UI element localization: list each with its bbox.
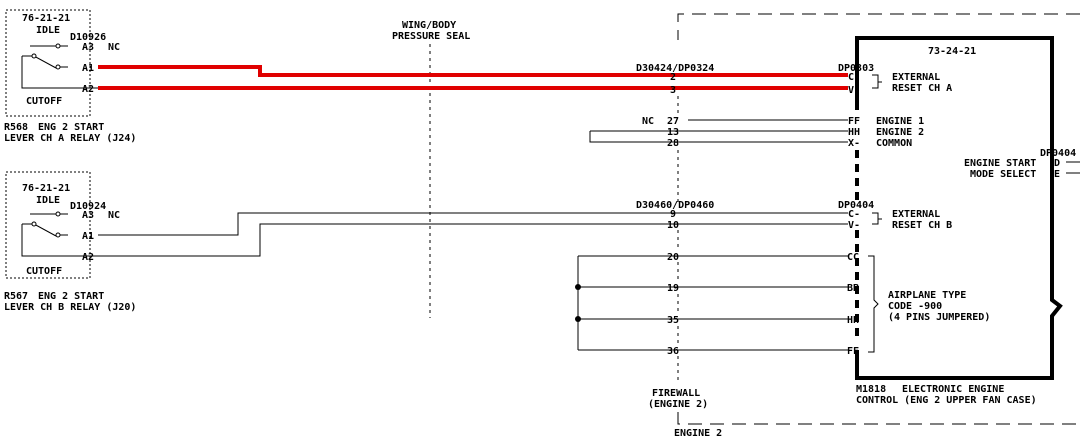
eec-right-pin-d: D xyxy=(1054,158,1060,169)
relay-a-a2-lead xyxy=(21,56,98,89)
firewall-pin-36: 36 xyxy=(667,346,679,357)
firewall-label-line2: (ENGINE 2) xyxy=(648,399,708,410)
relay-b: 76-21-21 IDLE D10924 A3 NC A1 A2 CUTOFF … xyxy=(4,171,136,313)
relay-a-pin-a1: A1 xyxy=(82,63,94,74)
eec-engine-line1: ENGINE 1 xyxy=(876,116,924,127)
eec-pin-ff-engine: FF xyxy=(848,116,860,127)
relay-b-nc: NC xyxy=(108,210,120,221)
relay-a-cutoff-label: CUTOFF xyxy=(26,96,62,107)
eec-pin-v-top: V- xyxy=(848,85,860,96)
eec-pin-x-engine: X- xyxy=(848,138,860,149)
firewall-pin-9: 9 xyxy=(670,209,676,220)
eec-reset-a-line1: EXTERNAL xyxy=(892,72,940,83)
eec-module: 73-24-21 DP0303 C- V- EXTERNAL RESET CH … xyxy=(838,36,1080,406)
eec-engine-line2: ENGINE 2 xyxy=(876,127,924,138)
eec-pin-cc: CC xyxy=(847,252,859,263)
relay-b-pin-a2: A2 xyxy=(82,252,94,263)
relay-a-ref: 76-21-21 xyxy=(22,13,70,24)
relay-a: 76-21-21 IDLE D10926 A3 NC A1 A2 CUTOFF … xyxy=(4,9,136,144)
eec-name-line2: CONTROL (ENG 2 UPPER FAN CASE) xyxy=(856,395,1037,406)
firewall-pin-28: 28 xyxy=(667,138,679,149)
eec-pin-v-mid: V- xyxy=(848,220,860,231)
firewall-pin-13: 13 xyxy=(667,127,679,138)
eec-reset-b-line1: EXTERNAL xyxy=(892,209,940,220)
relay-b-connector: D10924 xyxy=(70,201,106,212)
relay-a-nc: NC xyxy=(108,42,120,53)
eec-type-line3: (4 PINS JUMPERED) xyxy=(888,312,990,323)
pressure-seal-line1: WING/BODY xyxy=(402,20,456,31)
relay-a-name-line2: LEVER CH A RELAY (J24) xyxy=(4,133,136,144)
relay-b-pin-a3: A3 xyxy=(82,210,94,221)
relay-b-ref: 76-21-21 xyxy=(22,183,70,194)
firewall-label-line1: FIREWALL xyxy=(652,388,700,399)
eec-type-line2: CODE -900 xyxy=(888,301,942,312)
eec-outline xyxy=(855,36,1063,380)
eec-start-mode-line2: MODE SELECT xyxy=(970,169,1036,180)
eec-connector-right: DP0404 xyxy=(1040,148,1076,159)
pressure-seal-line2: PRESSURE SEAL xyxy=(392,31,470,42)
relay-a-idle-label: IDLE xyxy=(36,25,60,36)
relay-b-name-line1: ENG 2 START xyxy=(38,291,104,302)
wire-engine-common xyxy=(589,131,848,143)
relay-a-pin-a2: A2 xyxy=(82,84,94,95)
engine-2-label: ENGINE 2 xyxy=(674,428,722,439)
eec-pin-bb: BB xyxy=(847,283,859,294)
eec-reset-a-line2: RESET CH A xyxy=(892,83,952,94)
firewall-connector-top: D30424/DP0324 xyxy=(636,63,714,74)
eec-start-mode-line1: ENGINE START xyxy=(964,158,1036,169)
splice-dot xyxy=(575,284,581,290)
eec-connector-top: DP0303 xyxy=(838,63,874,74)
eec-engine-line3: COMMON xyxy=(876,138,912,149)
eec-right-pin-e: E xyxy=(1054,169,1060,180)
eec-reset-b-line2: RESET CH B xyxy=(892,220,952,231)
firewall-pin-35: 35 xyxy=(667,315,679,326)
eec-ref: 73-24-21 xyxy=(928,46,976,57)
firewall-connector-bottom: D30460/DP0460 xyxy=(636,200,714,211)
firewall-nc: NC xyxy=(642,116,654,127)
relay-b-border xyxy=(5,171,91,279)
type-brace xyxy=(868,255,879,353)
relay-a-id: R568 xyxy=(4,122,28,133)
engine-boundary-bottom xyxy=(677,412,1080,425)
eec-connector-mid: DP0404 xyxy=(838,200,874,211)
firewall-pin-20: 20 xyxy=(667,252,679,263)
relay-a-name-line1: ENG 2 START xyxy=(38,122,104,133)
eec-pin-hh: HH xyxy=(847,315,859,326)
firewall-pin-19: 19 xyxy=(667,283,679,294)
eec-id: M1818 xyxy=(856,384,886,395)
eec-pin-hh-engine: HH xyxy=(848,127,860,138)
wire-reset-ch-b-v xyxy=(98,223,848,257)
firewall-pin-3: 3 xyxy=(670,85,676,96)
eec-pin-ff: FF xyxy=(847,346,859,357)
eec-type-line1: AIRPLANE TYPE xyxy=(888,290,966,301)
wire-reset-ch-a-c xyxy=(98,65,848,77)
firewall-pin-27: 27 xyxy=(667,116,679,127)
eec-pin-c-mid: C- xyxy=(848,209,860,220)
relay-b-pin-a1: A1 xyxy=(82,231,94,242)
relay-b-idle-label: IDLE xyxy=(36,195,60,206)
firewall-pin-10: 10 xyxy=(667,220,679,231)
eec-name-line1: ELECTRONIC ENGINE xyxy=(902,384,1004,395)
relay-a-pin-a3: A3 xyxy=(82,42,94,53)
splice-dot xyxy=(575,316,581,322)
relay-a-connector: D10926 xyxy=(70,32,106,43)
relay-b-name-line2: LEVER CH B RELAY (J20) xyxy=(4,302,136,313)
engine-boundary-top xyxy=(677,13,1080,40)
relay-b-a2-lead xyxy=(21,224,98,257)
firewall-pin-2: 2 xyxy=(670,72,676,83)
relay-b-cutoff-label: CUTOFF xyxy=(26,266,62,277)
wire-reset-ch-b-c xyxy=(98,212,848,236)
relay-b-id: R567 xyxy=(4,291,28,302)
eec-pin-c-top: C- xyxy=(848,72,860,83)
relay-a-border xyxy=(5,9,91,117)
